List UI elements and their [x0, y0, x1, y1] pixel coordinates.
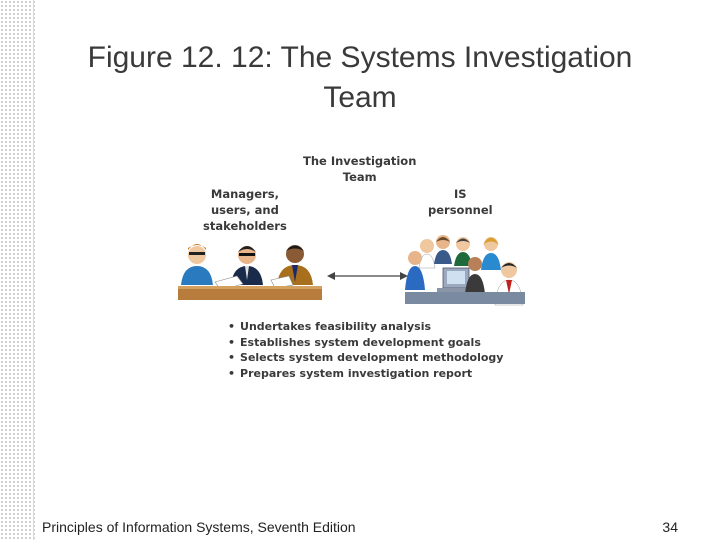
left-group-line-2: users, and — [210, 203, 279, 217]
right-group-label: IS personnel — [428, 186, 493, 218]
footer-source: Principles of Information Systems, Seven… — [42, 519, 356, 535]
left-group-line-3: stakeholders — [203, 219, 287, 233]
figure-heading-line-1: The Investigation — [303, 154, 417, 168]
responsibilities-list: Undertakes feasibility analysis Establis… — [228, 319, 503, 381]
left-group-line-1: Managers, — [210, 187, 279, 201]
right-group-line-1: IS — [454, 187, 467, 201]
list-item: Establishes system development goals — [228, 335, 503, 351]
figure-heading: The Investigation Team — [303, 153, 416, 185]
slide-title: Figure 12. 12: The Systems Investigation… — [40, 38, 680, 118]
slide-border-line — [0, 0, 36, 540]
title-line-1: Figure 12. 12: The Systems Investigation — [87, 41, 633, 74]
list-item: Undertakes feasibility analysis — [228, 319, 503, 335]
double-arrow-icon — [327, 272, 408, 280]
right-group-line-2: personnel — [428, 203, 493, 217]
is-personnel-group-icon — [405, 235, 525, 306]
figure-heading-line-2: Team — [342, 170, 377, 184]
list-item: Selects system development methodology — [228, 350, 503, 366]
investigation-team-illustration — [178, 235, 525, 306]
managers-group-icon — [178, 244, 322, 300]
left-group-label: Managers, users, and stakeholders — [203, 186, 287, 234]
title-line-2: Team — [323, 81, 397, 114]
page-number: 34 — [662, 519, 678, 535]
list-item: Prepares system investigation report — [228, 366, 503, 382]
